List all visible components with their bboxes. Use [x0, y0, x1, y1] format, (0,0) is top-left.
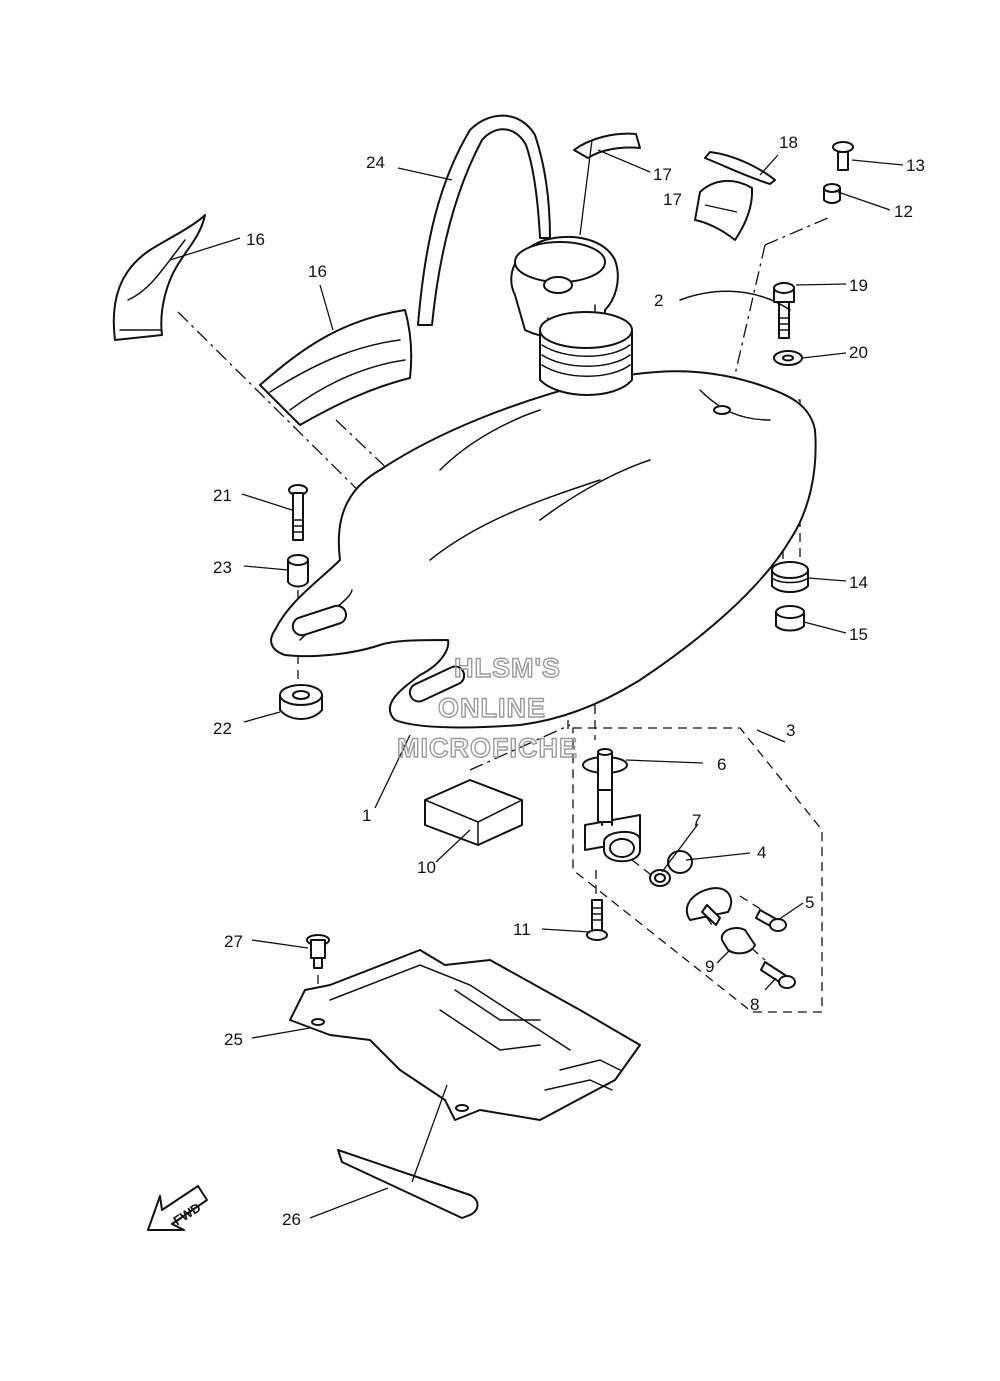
callout-17-right: 17 [663, 190, 682, 209]
callout-27: 27 [224, 932, 243, 951]
watermark: HLSM'S ONLINE MICROFICHE [396, 652, 578, 763]
callout-5: 5 [805, 893, 814, 912]
watermark-line-2: ONLINE [438, 693, 546, 723]
clip-9 [720, 927, 756, 955]
callout-19: 19 [849, 276, 868, 295]
callout-1: 1 [362, 806, 371, 825]
collar-12 [823, 183, 841, 204]
fuel-cock [584, 789, 641, 863]
pad-26 [337, 1149, 479, 1219]
callout-labels: 24 17 17 18 13 12 19 20 14 15 16 16 2 21… [213, 133, 925, 1229]
callout-7: 7 [692, 811, 701, 830]
collar-15 [775, 605, 805, 632]
watermark-line-1: HLSM'S [454, 653, 561, 683]
callout-6: 6 [717, 755, 726, 774]
callout-11: 11 [513, 920, 531, 939]
filter-7 [649, 869, 671, 887]
callout-8: 8 [750, 995, 759, 1014]
callout-25: 25 [224, 1030, 243, 1049]
screw-13 [832, 141, 854, 171]
callout-16-left: 16 [246, 230, 265, 249]
callout-23: 23 [213, 558, 232, 577]
screw-27 [306, 934, 330, 969]
washer-20 [773, 350, 803, 366]
leader-lines [169, 139, 904, 1219]
callout-18: 18 [779, 133, 798, 152]
callout-21: 21 [213, 486, 232, 505]
damper-22 [279, 684, 323, 720]
callout-22: 22 [213, 719, 232, 738]
callout-9: 9 [705, 957, 714, 976]
watermark-line-3: MICROFICHE [397, 733, 578, 763]
fwd-arrow-icon: FWD [147, 1185, 208, 1231]
callout-10: 10 [417, 858, 436, 877]
bracket-25 [289, 949, 641, 1121]
callout-13: 13 [906, 156, 925, 175]
callout-20: 20 [849, 343, 868, 362]
pad-17-right [694, 180, 754, 241]
strap-18 [704, 151, 776, 185]
fuel-tank [270, 290, 817, 729]
bolt-21 [288, 484, 308, 541]
screw-11 [586, 899, 608, 941]
bolt-19 [773, 282, 795, 339]
callout-16-center: 16 [308, 262, 327, 281]
tank-pad-center [259, 309, 413, 426]
o-ring-4 [667, 850, 693, 874]
tank-pad-left [112, 214, 206, 341]
screw-5 [755, 909, 787, 932]
screw-8 [760, 961, 796, 989]
callout-4: 4 [757, 843, 766, 862]
callout-3: 3 [786, 721, 795, 740]
collar-23 [287, 554, 309, 588]
callout-24: 24 [366, 153, 385, 172]
petcock-gasket-6 [582, 748, 628, 796]
callout-26: 26 [282, 1210, 301, 1229]
sponge-10 [424, 779, 523, 846]
callout-14: 14 [849, 573, 868, 592]
callout-2: 2 [654, 291, 663, 310]
callout-15: 15 [849, 625, 868, 644]
lever-plate [685, 887, 733, 926]
callout-17-top: 17 [653, 165, 672, 184]
damper-14 [771, 561, 809, 593]
callout-12: 12 [894, 202, 913, 221]
